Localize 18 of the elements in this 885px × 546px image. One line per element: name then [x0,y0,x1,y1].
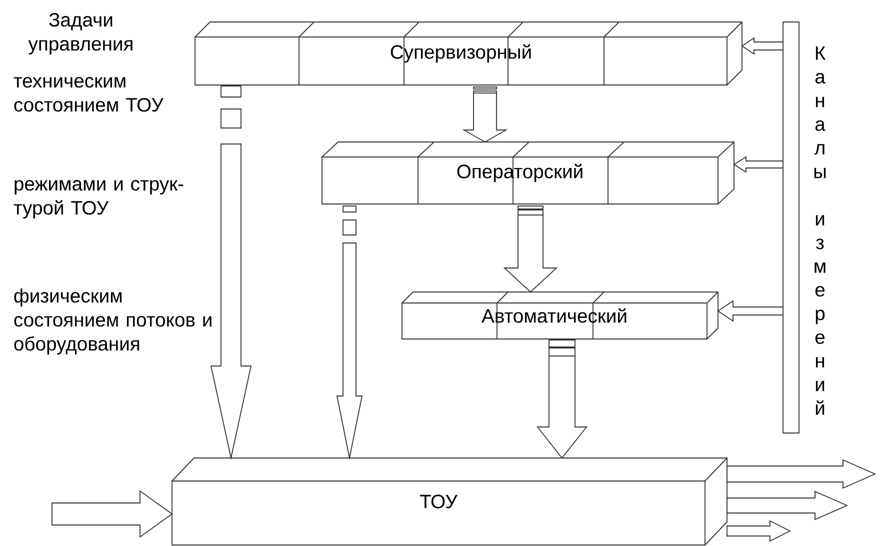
block-arrow [717,300,784,322]
block-arrow [726,520,792,542]
side-label: техническим состоянием ТОУ [14,77,164,112]
block-arrow [726,490,848,520]
block-arrow [462,86,508,143]
process-box: ТОУ [172,458,728,546]
side-label: физическим состоянием потоков и оборудования [14,288,212,354]
block-arrow [726,459,876,489]
block-arrow [503,206,558,293]
block-arrow [210,86,252,460]
heading: Задачи управления [28,12,132,54]
vertical-label: Каналы измерений [814,46,826,415]
block-arrow [536,340,588,459]
block-arrow [52,490,173,538]
block-arrow [741,37,784,55]
block-arrow [733,156,784,173]
side-label: режимами и струк- турой ТОУ [14,180,184,218]
block-arrow [336,206,363,460]
